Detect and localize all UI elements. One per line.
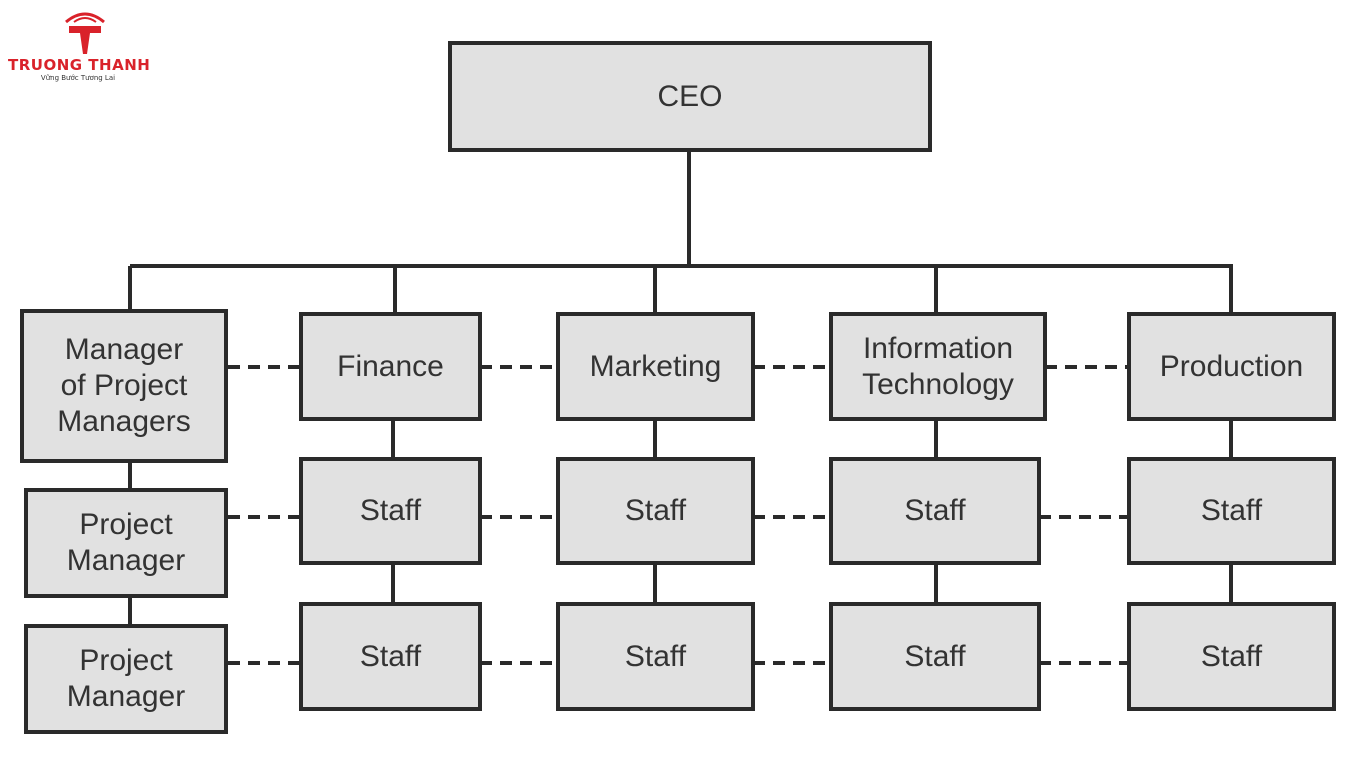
finance-staff-box-2: Staff (299, 602, 482, 711)
brand-name: TRUONG THANH (8, 56, 151, 74)
marketing-staff-box-1: Staff (556, 457, 755, 565)
production-staff-box-2: Staff (1127, 602, 1336, 711)
finance-staff-box-1: Staff (299, 457, 482, 565)
marketing-staff-box-2: Staff (556, 602, 755, 711)
ceo-box: CEO (448, 41, 932, 152)
it-staff-box-2: Staff (829, 602, 1041, 711)
project-manager-box-2: Project Manager (24, 624, 228, 734)
production-staff-box-1: Staff (1127, 457, 1336, 565)
production-box: Production (1127, 312, 1336, 421)
brand-tagline: Vững Bước Tương Lai (40, 74, 116, 82)
it-staff-box-1: Staff (829, 457, 1041, 565)
project-manager-box-1: Project Manager (24, 488, 228, 598)
manager-of-project-managers-box: Manager of Project Managers (20, 309, 228, 463)
information-technology-box: Information Technology (829, 312, 1047, 421)
truong-thanh-logo-icon (65, 12, 105, 54)
marketing-box: Marketing (556, 312, 755, 421)
brand-logo: TRUONG THANH Vững Bước Tương Lai (8, 6, 151, 88)
finance-box: Finance (299, 312, 482, 421)
